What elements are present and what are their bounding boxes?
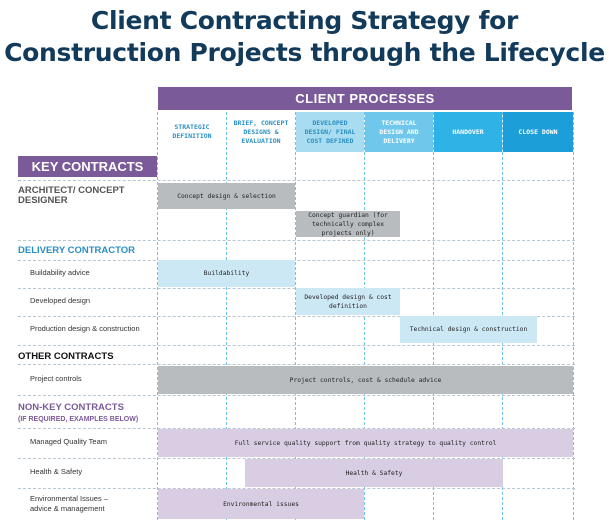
row-separator (18, 458, 575, 459)
row-separator (18, 260, 575, 261)
title-line-2: Construction Projects through the Lifecy… (4, 38, 605, 67)
bar-environmental: Environmental issues (158, 489, 364, 519)
bar-quality-support: Full service quality support from qualit… (158, 429, 573, 457)
row-separator (18, 316, 575, 317)
bar-technical-design: Technical design & construction (400, 316, 537, 343)
key-contracts-label: KEY CONTRACTS (18, 156, 157, 177)
section-non-key-subtitle: (IF REQUIRED, EXAMPLES BELOW) (18, 416, 139, 423)
row-label-buildability: Buildability advice (30, 268, 90, 277)
bar-concept-guardian: Concept guardian (for technically comple… (296, 211, 400, 237)
row-label-environmental-1: Environmental Issues – (30, 494, 108, 503)
bar-buildability: Buildability (158, 260, 295, 287)
phase-close-down: CLOSE DOWN (503, 112, 573, 152)
bar-developed-design: Developed design & cost definition (296, 288, 400, 315)
bar-health-safety: Health & Safety (245, 459, 503, 487)
row-separator (18, 428, 575, 429)
row-label-health-safety: Health & Safety (30, 467, 83, 476)
phase-brief-concept: BRIEF, CONCEPT DESIGNS & EVALUATION (227, 112, 295, 152)
title-line-1: Client Contracting Strategy for (90, 6, 519, 35)
row-separator (18, 240, 575, 241)
client-processes-header: CLIENT PROCESSES (158, 87, 572, 110)
row-separator (18, 364, 575, 365)
row-separator (18, 488, 575, 489)
row-separator (18, 345, 575, 346)
row-label-production: Production design & construction (30, 324, 140, 333)
section-non-key-contracts: NON-KEY CONTRACTS (18, 402, 124, 413)
phase-handover: HANDOVER (434, 112, 502, 152)
row-separator (18, 180, 575, 181)
section-delivery-contractor: DELIVERY CONTRACTOR (18, 245, 136, 256)
section-other-contracts: OTHER CONTRACTS (18, 351, 114, 362)
row-label-developed-design: Developed design (30, 296, 91, 305)
bar-concept-design: Concept design & selection (158, 183, 295, 209)
row-separator (18, 395, 575, 396)
bar-project-controls: Project controls, cost & schedule advice (158, 366, 573, 394)
phase-developed-design: DEVELOPED DESIGN/ FINAL COST DEFINED (296, 112, 364, 152)
row-label-project-controls: Project controls (30, 374, 82, 383)
row-label-quality-team: Managed Quality Team (30, 437, 107, 446)
phase-technical-design: TECHNICAL DESIGN AND DELIVERY (365, 112, 433, 152)
row-label-environmental-2: advice & management (30, 504, 105, 513)
section-architect: ARCHITECT/ CONCEPT DESIGNER (18, 185, 125, 206)
phase-strategic-definition: STRATEGIC DEFINITION (158, 112, 226, 152)
